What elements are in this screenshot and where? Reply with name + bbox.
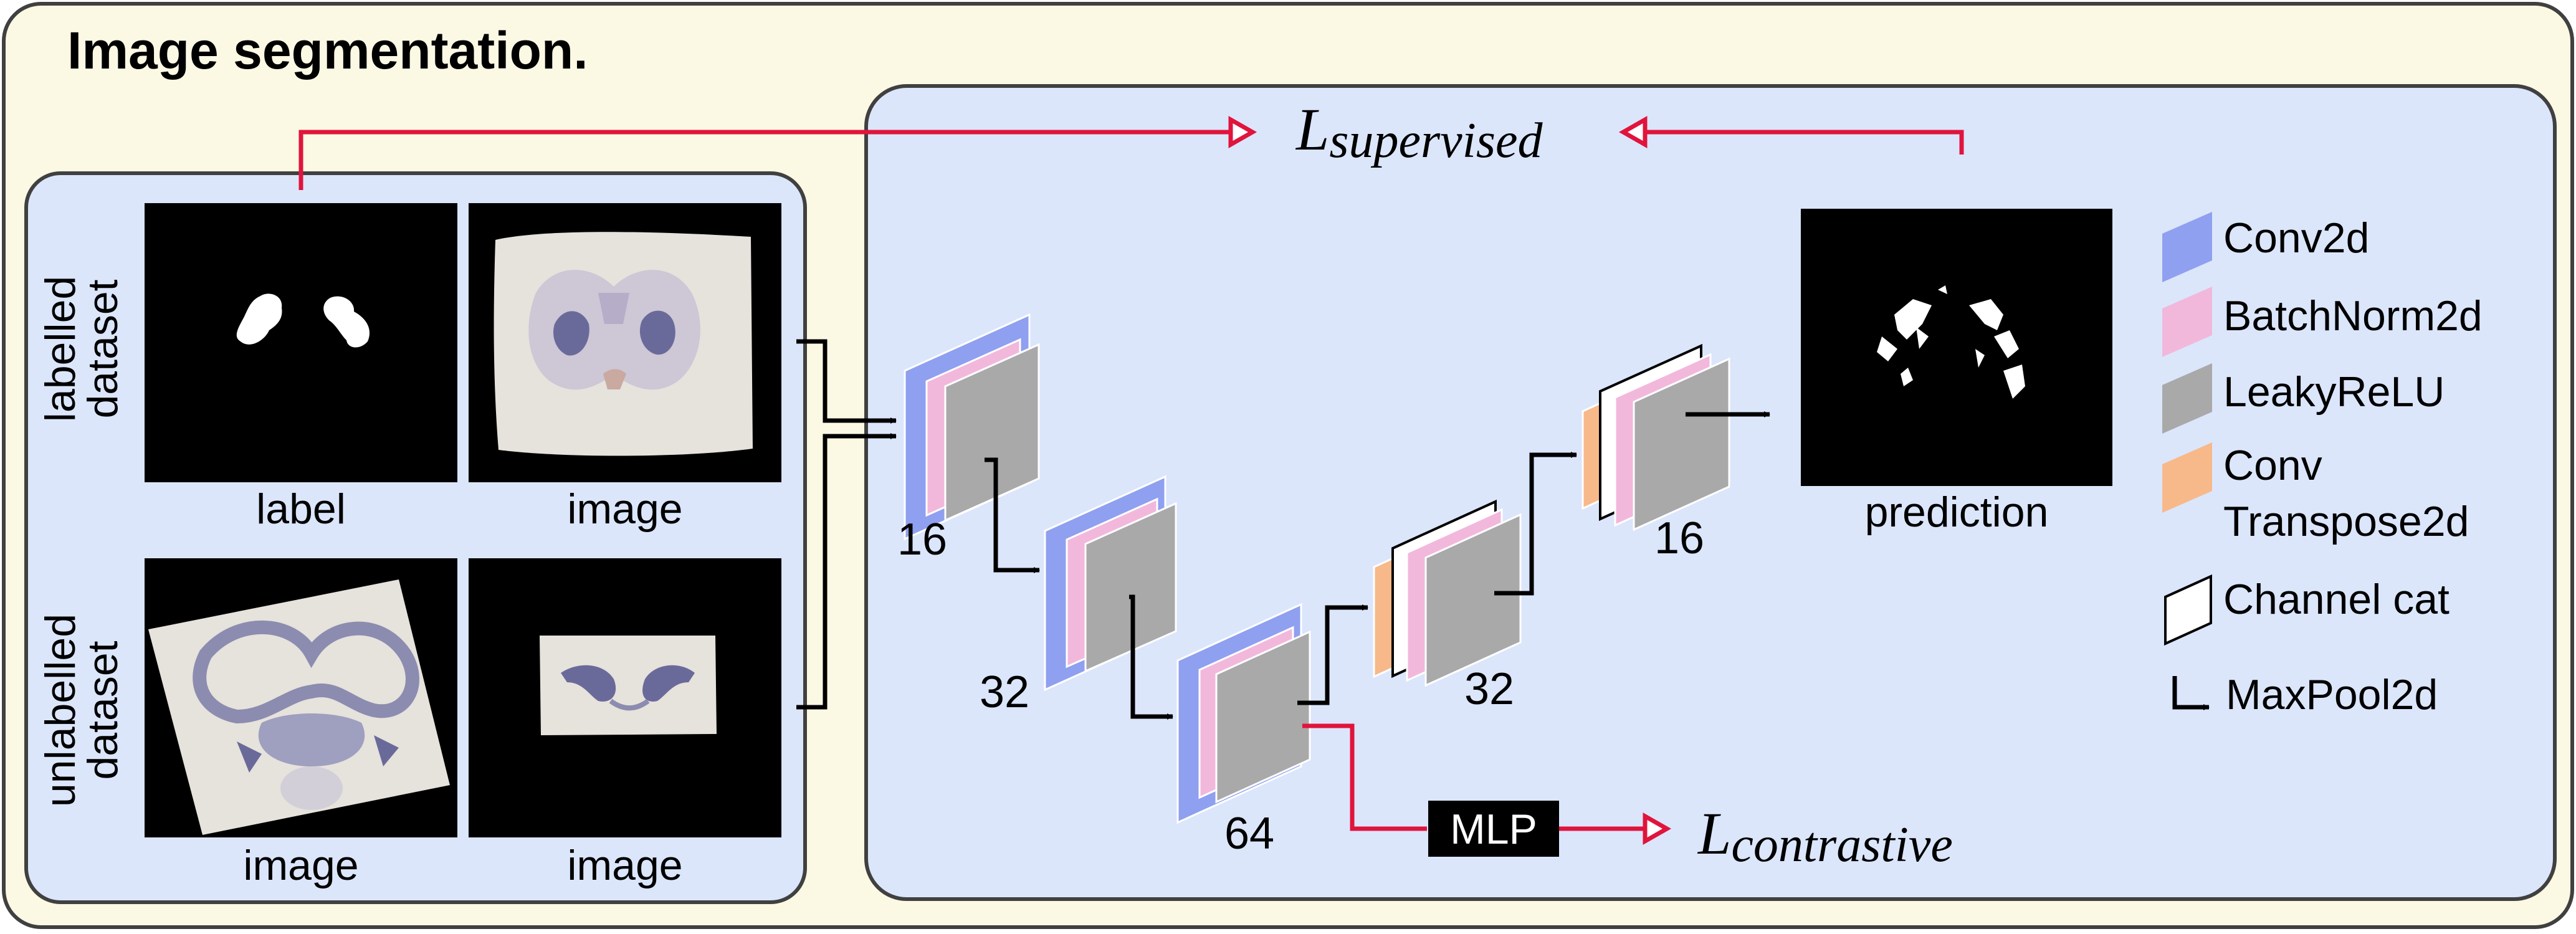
legend-swatch-leakyrelu — [2162, 363, 2212, 434]
labelled-label-image — [145, 203, 457, 482]
supervised-loss-lines — [298, 115, 1964, 190]
legend-item-conv2d: Conv2d — [2162, 212, 2369, 282]
encoder-block-3 — [1176, 603, 1311, 824]
legend-label-conv2d: Conv2d — [2223, 214, 2369, 262]
legend-label-leakyrelu: LeakyReLU — [2223, 368, 2445, 416]
prediction-image — [1801, 209, 2112, 486]
labelled-axis-line2: dataset — [79, 279, 126, 418]
decoder-block-1 — [1373, 499, 1522, 687]
network-arrows — [985, 411, 1770, 720]
legend-swatch-batchnorm2d — [2162, 287, 2212, 357]
legend-item-batchnorm2d: BatchNorm2d — [2162, 287, 2483, 357]
maxpool-arrow-icon — [2172, 676, 2210, 710]
caption-image-labelled: image — [567, 485, 682, 533]
legend-label-maxpool2d: MaxPool2d — [2226, 671, 2438, 718]
mlp-box: MLP — [1428, 801, 1559, 857]
mlp-label: MLP — [1450, 806, 1537, 853]
caption-image-unlabelled-2: image — [567, 842, 682, 889]
decoder-block-2 — [1581, 343, 1730, 531]
contrastive-loss-lines — [1302, 723, 1672, 846]
channel-label-enc3: 64 — [1224, 809, 1274, 859]
legend-swatch-conv2d — [2162, 212, 2212, 282]
caption-label: label — [256, 485, 346, 533]
legend-label-convtranspose2d-line1: Conv — [2223, 442, 2322, 489]
prediction-caption: prediction — [1865, 488, 2049, 536]
legend-label-convtranspose2d-line2: Transpose2d — [2223, 498, 2469, 545]
channel-label-dec2: 16 — [1654, 513, 1704, 563]
legend-item-leakyrelu: LeakyReLU — [2162, 363, 2445, 434]
unlabelled-dataset-axis-label: unlabelled dataset — [37, 614, 126, 807]
supervised-loss-label: Lsupervised — [1295, 96, 1543, 168]
svg-text:Lsupervised: Lsupervised — [1295, 96, 1543, 168]
input-connectors — [796, 339, 897, 710]
legend-item-maxpool2d: MaxPool2d — [2172, 671, 2438, 718]
contrastive-loss-label: Lcontrastive — [1697, 800, 1953, 872]
legend-label-channel-cat: Channel cat — [2223, 576, 2450, 623]
figure-title: Image segmentation. — [67, 21, 588, 80]
svg-text:Lcontrastive: Lcontrastive — [1697, 800, 1953, 872]
labelled-histology-image — [469, 203, 781, 482]
unlabelled-histology-image-1 — [145, 558, 457, 837]
unlabelled-axis-line1: unlabelled — [37, 614, 84, 807]
encoder-block-1 — [904, 313, 1040, 541]
legend-item-channel-cat: Channel cat — [2164, 574, 2450, 646]
unlabelled-histology-image-2 — [469, 558, 781, 837]
channel-label-dec1: 32 — [1464, 664, 1514, 714]
legend-swatch-convtranspose2d — [2162, 442, 2212, 513]
legend-item-convtranspose2d: Conv Transpose2d — [2162, 442, 2469, 545]
legend-swatch-channel-cat — [2164, 574, 2212, 646]
legend: Conv2d BatchNorm2d LeakyReLU Conv Transp… — [2162, 212, 2483, 718]
labelled-dataset-axis-label: labelled dataset — [37, 276, 126, 422]
encoder-block-2 — [1044, 475, 1177, 692]
channel-label-enc2: 32 — [980, 667, 1029, 717]
labelled-axis-line1: labelled — [37, 276, 84, 422]
unlabelled-axis-line2: dataset — [79, 641, 126, 779]
caption-image-unlabelled-1: image — [243, 842, 358, 889]
channel-label-enc1: 16 — [897, 515, 947, 565]
legend-label-batchnorm2d: BatchNorm2d — [2223, 292, 2483, 340]
